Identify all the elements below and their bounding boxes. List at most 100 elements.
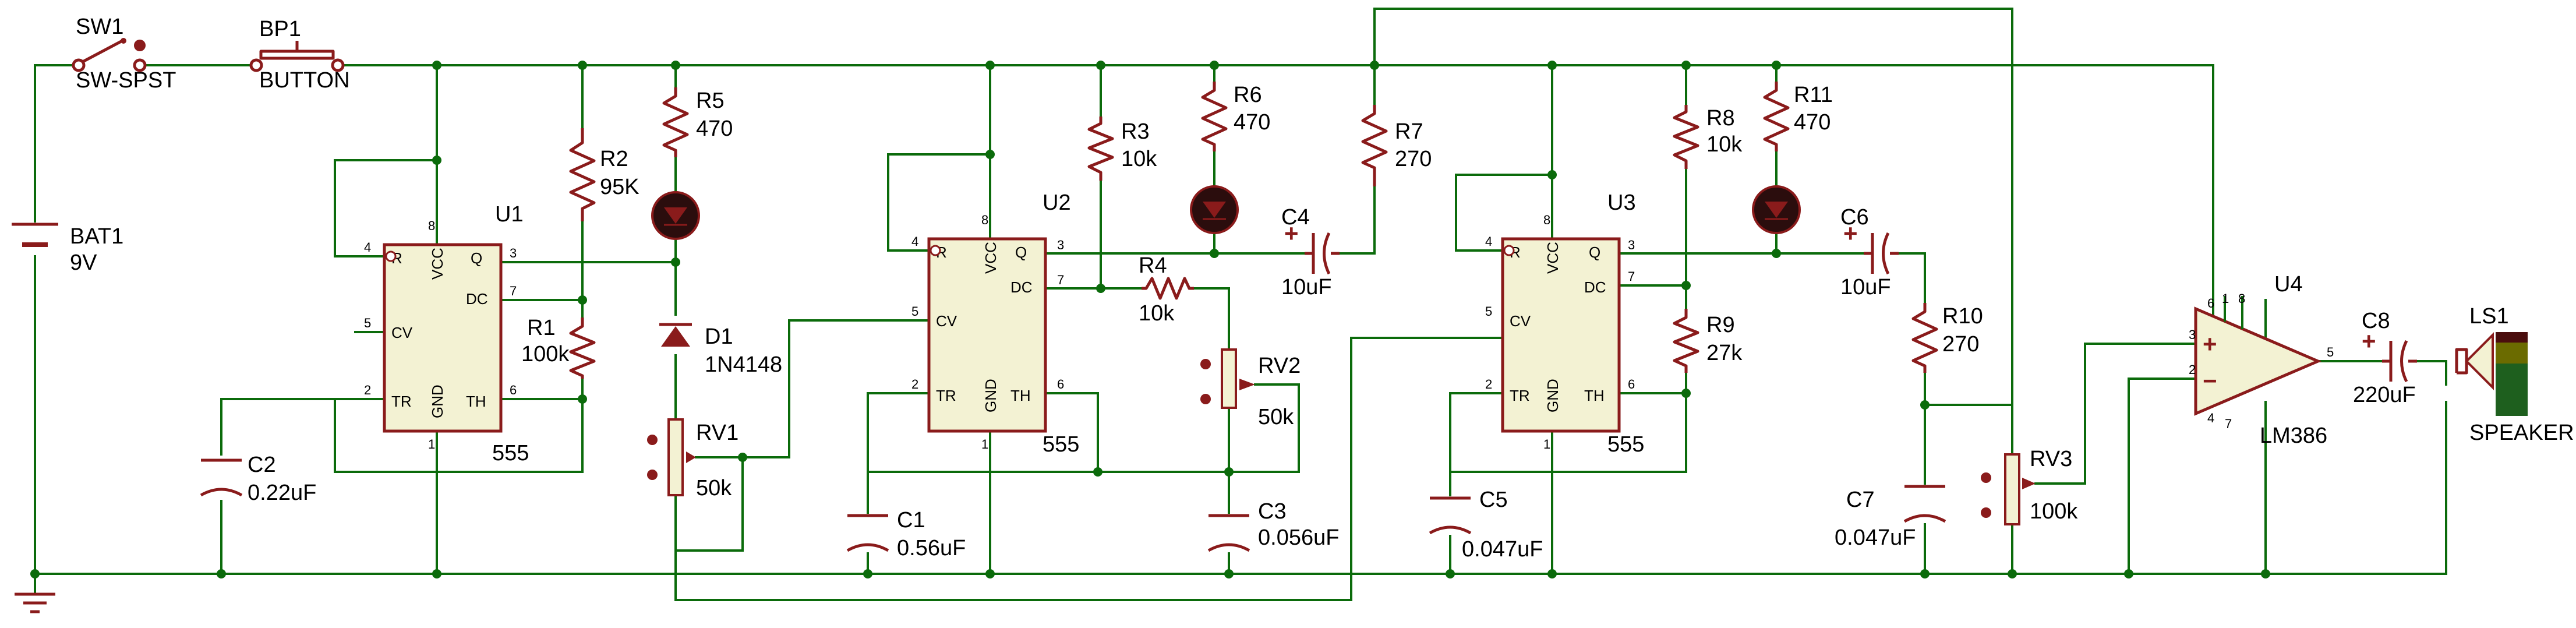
svg-text:3: 3 bbox=[2189, 327, 2196, 342]
svg-text:5: 5 bbox=[2327, 345, 2334, 359]
led-r5 bbox=[651, 191, 700, 240]
svg-text:4: 4 bbox=[911, 234, 918, 249]
resistor-r2: R2 95K bbox=[569, 128, 639, 221]
svg-text:R10: R10 bbox=[1942, 304, 1983, 329]
resistor-r5: R5 470 bbox=[662, 87, 733, 157]
u4-value: LM386 bbox=[2260, 424, 2327, 448]
svg-text:4: 4 bbox=[2207, 411, 2214, 425]
junctions bbox=[30, 61, 2270, 578]
svg-text:50k: 50k bbox=[696, 476, 732, 500]
u2-pin-dc: DC bbox=[1010, 278, 1033, 296]
diode-d1: D1 1N4148 bbox=[659, 323, 782, 377]
svg-text:50k: 50k bbox=[1258, 405, 1294, 429]
svg-text:D1: D1 bbox=[705, 324, 733, 349]
svg-text:100k: 100k bbox=[2030, 499, 2078, 524]
svg-text:C2: C2 bbox=[248, 453, 276, 477]
sw1-value: SW-SPST bbox=[76, 68, 176, 93]
battery-bat1: BAT1 9V bbox=[12, 223, 123, 275]
u2-pin-th: TH bbox=[1010, 387, 1031, 404]
resistor-r7: R7 270 bbox=[1361, 105, 1432, 186]
svg-text:3: 3 bbox=[1057, 238, 1064, 252]
svg-text:1: 1 bbox=[2222, 291, 2229, 306]
u2-value: 555 bbox=[1043, 432, 1079, 457]
resistor-r6: R6 470 bbox=[1201, 82, 1270, 151]
u1-pin-dc: DC bbox=[466, 290, 488, 308]
svg-text:0.22uF: 0.22uF bbox=[248, 481, 316, 505]
svg-text:C7: C7 bbox=[1846, 488, 1875, 512]
ls1-value: SPEAKER bbox=[2469, 421, 2574, 445]
svg-text:10k: 10k bbox=[1139, 301, 1175, 326]
svg-text:R6: R6 bbox=[1234, 83, 1262, 107]
svg-text:0.56uF: 0.56uF bbox=[897, 536, 966, 560]
u1-pin-q: Q bbox=[471, 249, 482, 267]
ls1-ref: LS1 bbox=[2469, 304, 2509, 329]
svg-text:R3: R3 bbox=[1121, 119, 1150, 144]
svg-text:270: 270 bbox=[1395, 147, 1432, 171]
capacitor-c3: C3 0.056uF bbox=[1207, 499, 1339, 552]
led-r11 bbox=[1752, 185, 1801, 234]
button-bp1: BP1 BUTTON bbox=[249, 17, 350, 93]
svg-text:3: 3 bbox=[510, 246, 517, 260]
svg-text:27k: 27k bbox=[1706, 341, 1743, 365]
u3-pin-cv: CV bbox=[1510, 312, 1531, 330]
svg-text:1: 1 bbox=[981, 437, 988, 451]
svg-text:+: + bbox=[2362, 327, 2376, 355]
svg-text:7: 7 bbox=[1057, 273, 1064, 287]
svg-text:5: 5 bbox=[911, 304, 918, 319]
potentiometer-rv2: RV2 50k bbox=[1200, 348, 1301, 429]
svg-text:R2: R2 bbox=[600, 147, 628, 171]
wires bbox=[34, 8, 2447, 601]
svg-text:+: + bbox=[1843, 220, 1858, 247]
svg-text:3: 3 bbox=[1628, 238, 1635, 252]
u3-pin-gnd: GND bbox=[1544, 379, 1561, 412]
svg-text:8: 8 bbox=[2238, 291, 2245, 306]
svg-text:1: 1 bbox=[428, 437, 435, 451]
svg-text:10k: 10k bbox=[1706, 132, 1743, 157]
svg-text:R1: R1 bbox=[527, 316, 556, 340]
bat1-value: 9V bbox=[70, 251, 97, 275]
svg-text:R7: R7 bbox=[1395, 119, 1423, 144]
svg-text:RV2: RV2 bbox=[1258, 354, 1301, 378]
svg-text:2: 2 bbox=[1485, 377, 1492, 391]
amplifier-u4-lm386: + − 3 2 5 6 1 8 4 7 U4 LM386 bbox=[2189, 272, 2334, 448]
u1-pin-tr: TR bbox=[391, 393, 412, 410]
svg-text:R4: R4 bbox=[1139, 253, 1167, 278]
svg-text:C6: C6 bbox=[1840, 205, 1869, 230]
resistor-r11: R11 470 bbox=[1763, 82, 1833, 151]
svg-text:10uF: 10uF bbox=[1840, 275, 1891, 299]
svg-text:8: 8 bbox=[1543, 213, 1550, 227]
capacitor-c4: + C4 10uF bbox=[1281, 205, 1340, 299]
u3-value: 555 bbox=[1607, 432, 1644, 457]
u2-pin-vcc: VCC bbox=[982, 242, 999, 274]
svg-text:C1: C1 bbox=[897, 508, 925, 532]
svg-text:0.047uF: 0.047uF bbox=[1835, 525, 1916, 550]
bp1-ref: BP1 bbox=[259, 17, 301, 41]
capacitor-c2: C2 0.22uF bbox=[200, 453, 316, 505]
u1-pin-cv: CV bbox=[391, 324, 413, 341]
u3-ref: U3 bbox=[1607, 190, 1636, 215]
resistor-r1: R1 100k bbox=[521, 316, 596, 379]
u1-value: 555 bbox=[492, 441, 529, 465]
svg-text:−: − bbox=[2203, 367, 2217, 394]
svg-text:6: 6 bbox=[2207, 296, 2214, 311]
svg-text:270: 270 bbox=[1942, 332, 1979, 357]
svg-text:R8: R8 bbox=[1706, 106, 1735, 130]
svg-text:220uF: 220uF bbox=[2353, 383, 2416, 407]
u2-pin-gnd: GND bbox=[982, 379, 999, 412]
resistor-r4: R4 10k bbox=[1139, 253, 1194, 326]
capacitor-c1: C1 0.56uF bbox=[846, 508, 966, 560]
bat1-ref: BAT1 bbox=[70, 224, 123, 249]
svg-text:C5: C5 bbox=[1479, 488, 1508, 512]
svg-text:0.047uF: 0.047uF bbox=[1462, 537, 1543, 562]
u2-pin-q: Q bbox=[1015, 244, 1027, 261]
svg-text:4: 4 bbox=[1485, 234, 1492, 249]
svg-text:470: 470 bbox=[696, 117, 733, 141]
bp1-value: BUTTON bbox=[259, 68, 350, 93]
u3-pin-tr: TR bbox=[1510, 387, 1530, 404]
svg-text:95K: 95K bbox=[600, 175, 639, 199]
ground-icon bbox=[15, 592, 55, 613]
svg-text:2: 2 bbox=[911, 377, 918, 391]
u3-pin-th: TH bbox=[1584, 387, 1605, 404]
capacitor-c8: + C8 220uF bbox=[2353, 309, 2417, 407]
